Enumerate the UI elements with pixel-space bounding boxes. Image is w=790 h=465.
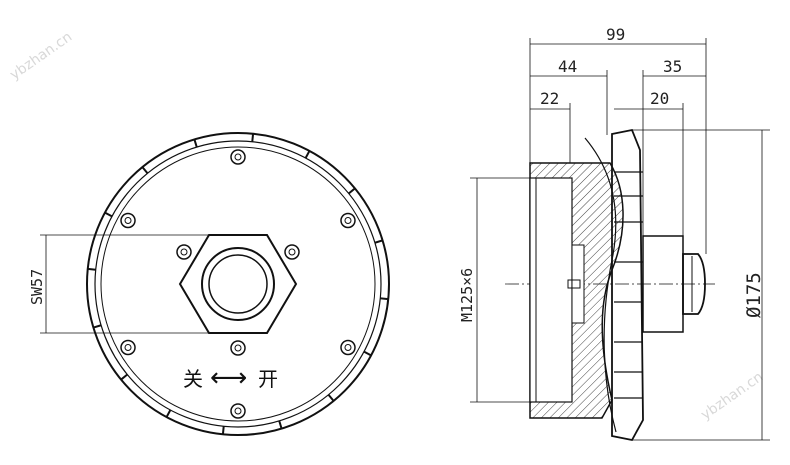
bolt-holes — [120, 149, 356, 419]
bolt-icon — [340, 339, 356, 356]
hex-nut — [178, 234, 298, 334]
watermark-left: ybzhan.cn — [7, 29, 75, 83]
sw-dim-label: SW57 — [28, 269, 46, 305]
end-cap — [682, 253, 706, 315]
dim-44-label: 44 — [558, 57, 577, 76]
rim-notch — [363, 350, 372, 357]
dim-20-label: 20 — [650, 89, 669, 108]
face-circle — [100, 146, 376, 422]
rim-notch — [104, 211, 113, 218]
nut-bore-inner — [208, 254, 268, 314]
rim-notch — [93, 324, 102, 329]
outer-scalloped-rim — [87, 133, 389, 435]
shaft-groove — [567, 279, 581, 289]
rim-notch — [251, 133, 255, 142]
rim-notch — [348, 187, 356, 195]
close-marking: 关 — [183, 367, 203, 391]
side-view: 99 44 35 22 20 M125×6 Ø175 — [458, 25, 770, 442]
shaft-slot — [571, 244, 585, 324]
bolt-icon — [340, 212, 356, 229]
direction-arrow-icon: ⟷ — [210, 363, 247, 393]
dim-35-label: 35 — [663, 57, 682, 76]
watermark-right: ybzhan.cn — [698, 369, 766, 423]
bolt-icon — [230, 149, 246, 165]
nut-bore-outer — [201, 247, 275, 321]
dia-dim-label: Ø175 — [743, 272, 765, 318]
outer-rim-circle — [86, 132, 390, 436]
rim-notch — [374, 239, 383, 244]
rim-notch — [87, 267, 96, 271]
knob-ribs — [614, 171, 643, 399]
dim-22-label: 22 — [540, 89, 559, 108]
thread-dim-label: M125×6 — [458, 268, 476, 322]
front-view: SW57 关 ⟷ 开 — [28, 132, 390, 436]
bolt-icon — [120, 212, 136, 229]
rim-notch — [327, 394, 335, 402]
rim-notch — [193, 139, 198, 148]
bolt-icon — [284, 244, 300, 260]
bolt-icon — [230, 403, 246, 419]
bolt-icon — [176, 244, 192, 260]
rim-notch — [141, 166, 149, 174]
inner-rim-circle — [94, 140, 382, 428]
dim-99-label: 99 — [606, 25, 625, 44]
knob-cut-curve — [584, 137, 617, 433]
rim-notch — [304, 150, 311, 159]
bolt-icon — [120, 339, 136, 356]
rim-notch — [380, 297, 389, 301]
rim-notch — [221, 426, 225, 435]
rim-notch — [165, 409, 172, 418]
bolt-icon — [230, 340, 246, 356]
open-marking: 开 — [258, 367, 278, 391]
rim-notch — [278, 420, 283, 429]
rim-notch — [120, 373, 128, 381]
body-inner-recess — [529, 177, 573, 403]
